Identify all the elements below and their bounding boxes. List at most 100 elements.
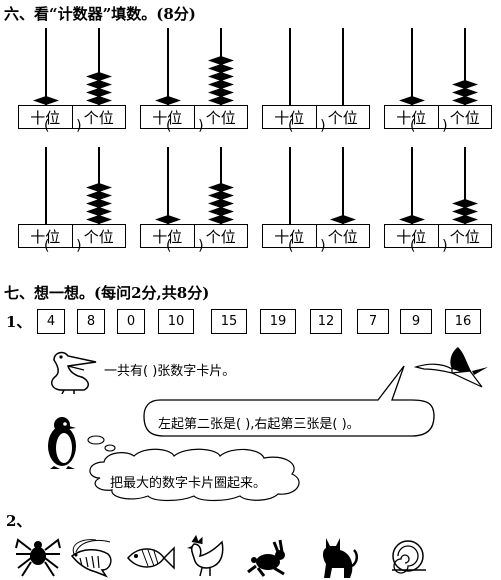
speech-bubble bbox=[143, 365, 435, 437]
tens-rod bbox=[289, 147, 291, 224]
ones-bead bbox=[208, 183, 234, 192]
ones-bead bbox=[86, 207, 112, 216]
number-card[interactable]: 8 bbox=[77, 309, 105, 334]
place-value-box: 十位个位 bbox=[18, 105, 126, 129]
tens-place-label: 十位 bbox=[396, 108, 427, 127]
number-card[interactable]: 19 bbox=[260, 309, 296, 334]
ones-bead bbox=[208, 56, 234, 65]
number-card[interactable]: 7 bbox=[357, 309, 389, 334]
ones-bead bbox=[86, 191, 112, 200]
snail-icon bbox=[392, 540, 426, 574]
question-one-label: 1、 bbox=[6, 313, 32, 331]
ones-place-label: 个位 bbox=[437, 106, 492, 128]
answer-blank[interactable]: ( ) bbox=[410, 118, 448, 134]
number-card[interactable]: 0 bbox=[117, 309, 145, 334]
number-card[interactable]: 16 bbox=[445, 309, 481, 334]
tens-rod bbox=[45, 28, 47, 105]
abacus-counter: 十位个位 bbox=[384, 147, 494, 251]
ones-bead bbox=[452, 215, 478, 224]
ones-place-label: 个位 bbox=[437, 225, 492, 247]
tens-rod bbox=[411, 147, 413, 224]
place-value-box: 十位个位 bbox=[384, 105, 492, 129]
cat-icon bbox=[323, 538, 358, 578]
section-six-title: 六、看“计数器”填数。(8分) bbox=[4, 5, 196, 23]
flying-bird-icon bbox=[413, 347, 488, 388]
place-value-box: 十位个位 bbox=[262, 224, 370, 248]
number-card[interactable]: 15 bbox=[211, 309, 247, 334]
answer-blank[interactable]: ( ) bbox=[166, 118, 204, 134]
fish-icon bbox=[127, 546, 175, 570]
ones-bead bbox=[86, 96, 112, 105]
abacus-counter: 十位个位 bbox=[140, 147, 250, 251]
place-value-box: 十位个位 bbox=[140, 224, 248, 248]
ones-bead bbox=[452, 80, 478, 89]
tens-rod bbox=[167, 147, 169, 224]
tens-place-label: 十位 bbox=[152, 227, 183, 246]
ones-place-label: 个位 bbox=[315, 106, 370, 128]
tens-place-label: 十位 bbox=[396, 227, 427, 246]
ones-bead bbox=[208, 191, 234, 200]
number-card[interactable]: 9 bbox=[400, 309, 432, 334]
ones-bead bbox=[208, 64, 234, 73]
ones-rod bbox=[464, 28, 466, 105]
ones-place-label: 个位 bbox=[193, 225, 248, 247]
ones-bead bbox=[86, 80, 112, 89]
tens-place-label: 十位 bbox=[30, 108, 61, 127]
tens-bead bbox=[399, 215, 425, 224]
abacus-counter: 十位个位 bbox=[18, 147, 128, 251]
answer-blank[interactable]: ( ) bbox=[166, 238, 204, 254]
answer-blank[interactable]: ( ) bbox=[288, 238, 326, 254]
ones-rod bbox=[342, 28, 344, 105]
tens-bead bbox=[399, 96, 425, 105]
answer-blank[interactable]: ( ) bbox=[44, 118, 82, 134]
ones-bead bbox=[86, 215, 112, 224]
number-card[interactable]: 4 bbox=[37, 309, 65, 334]
spider-icon bbox=[15, 538, 61, 577]
ones-bead bbox=[208, 96, 234, 105]
tens-place-label: 十位 bbox=[152, 108, 183, 127]
ones-place-label: 个位 bbox=[193, 106, 248, 128]
ones-bead bbox=[208, 207, 234, 216]
tens-bead bbox=[33, 96, 59, 105]
ones-bead bbox=[452, 88, 478, 97]
ones-bead bbox=[330, 215, 356, 224]
ones-bead bbox=[208, 88, 234, 97]
number-card[interactable]: 10 bbox=[158, 309, 194, 334]
place-value-box: 十位个位 bbox=[262, 105, 370, 129]
number-card[interactable]: 12 bbox=[310, 309, 342, 334]
abacus-counter: 十位个位 bbox=[18, 28, 128, 132]
tens-rod bbox=[411, 28, 413, 105]
ones-bead bbox=[208, 72, 234, 81]
ones-bead bbox=[452, 199, 478, 208]
tens-rod bbox=[289, 28, 291, 105]
pelican-icon bbox=[51, 351, 97, 394]
tens-rod bbox=[167, 28, 169, 105]
answer-blank[interactable]: ( ) bbox=[410, 238, 448, 254]
thought-bubble bbox=[87, 435, 300, 502]
shrimp-icon bbox=[70, 539, 112, 578]
answer-blank[interactable]: ( ) bbox=[44, 238, 82, 254]
section-seven-title: 七、想一想。(每问2分,共8分) bbox=[4, 284, 210, 302]
ones-bead bbox=[208, 215, 234, 224]
answer-blank[interactable]: ( ) bbox=[288, 118, 326, 134]
abacus-counter: 十位个位 bbox=[262, 147, 372, 251]
ones-rod bbox=[342, 147, 344, 224]
place-value-box: 十位个位 bbox=[384, 224, 492, 248]
ones-bead bbox=[86, 72, 112, 81]
ones-rod bbox=[464, 147, 466, 224]
tens-bead bbox=[155, 215, 181, 224]
ones-bead bbox=[452, 96, 478, 105]
abacus-counter: 十位个位 bbox=[140, 28, 250, 132]
rooster-icon bbox=[187, 534, 224, 577]
ones-bead bbox=[452, 207, 478, 216]
card-count-question: 一共有( )张数字卡片。 bbox=[104, 364, 236, 379]
tens-place-label: 十位 bbox=[30, 227, 61, 246]
ones-place-label: 个位 bbox=[315, 225, 370, 247]
place-value-box: 十位个位 bbox=[18, 224, 126, 248]
ones-bead bbox=[86, 183, 112, 192]
ones-bead bbox=[208, 199, 234, 208]
tens-rod bbox=[45, 147, 47, 224]
ones-bead bbox=[208, 80, 234, 89]
abacus-counter: 十位个位 bbox=[384, 28, 494, 132]
ones-place-label: 个位 bbox=[71, 225, 126, 247]
